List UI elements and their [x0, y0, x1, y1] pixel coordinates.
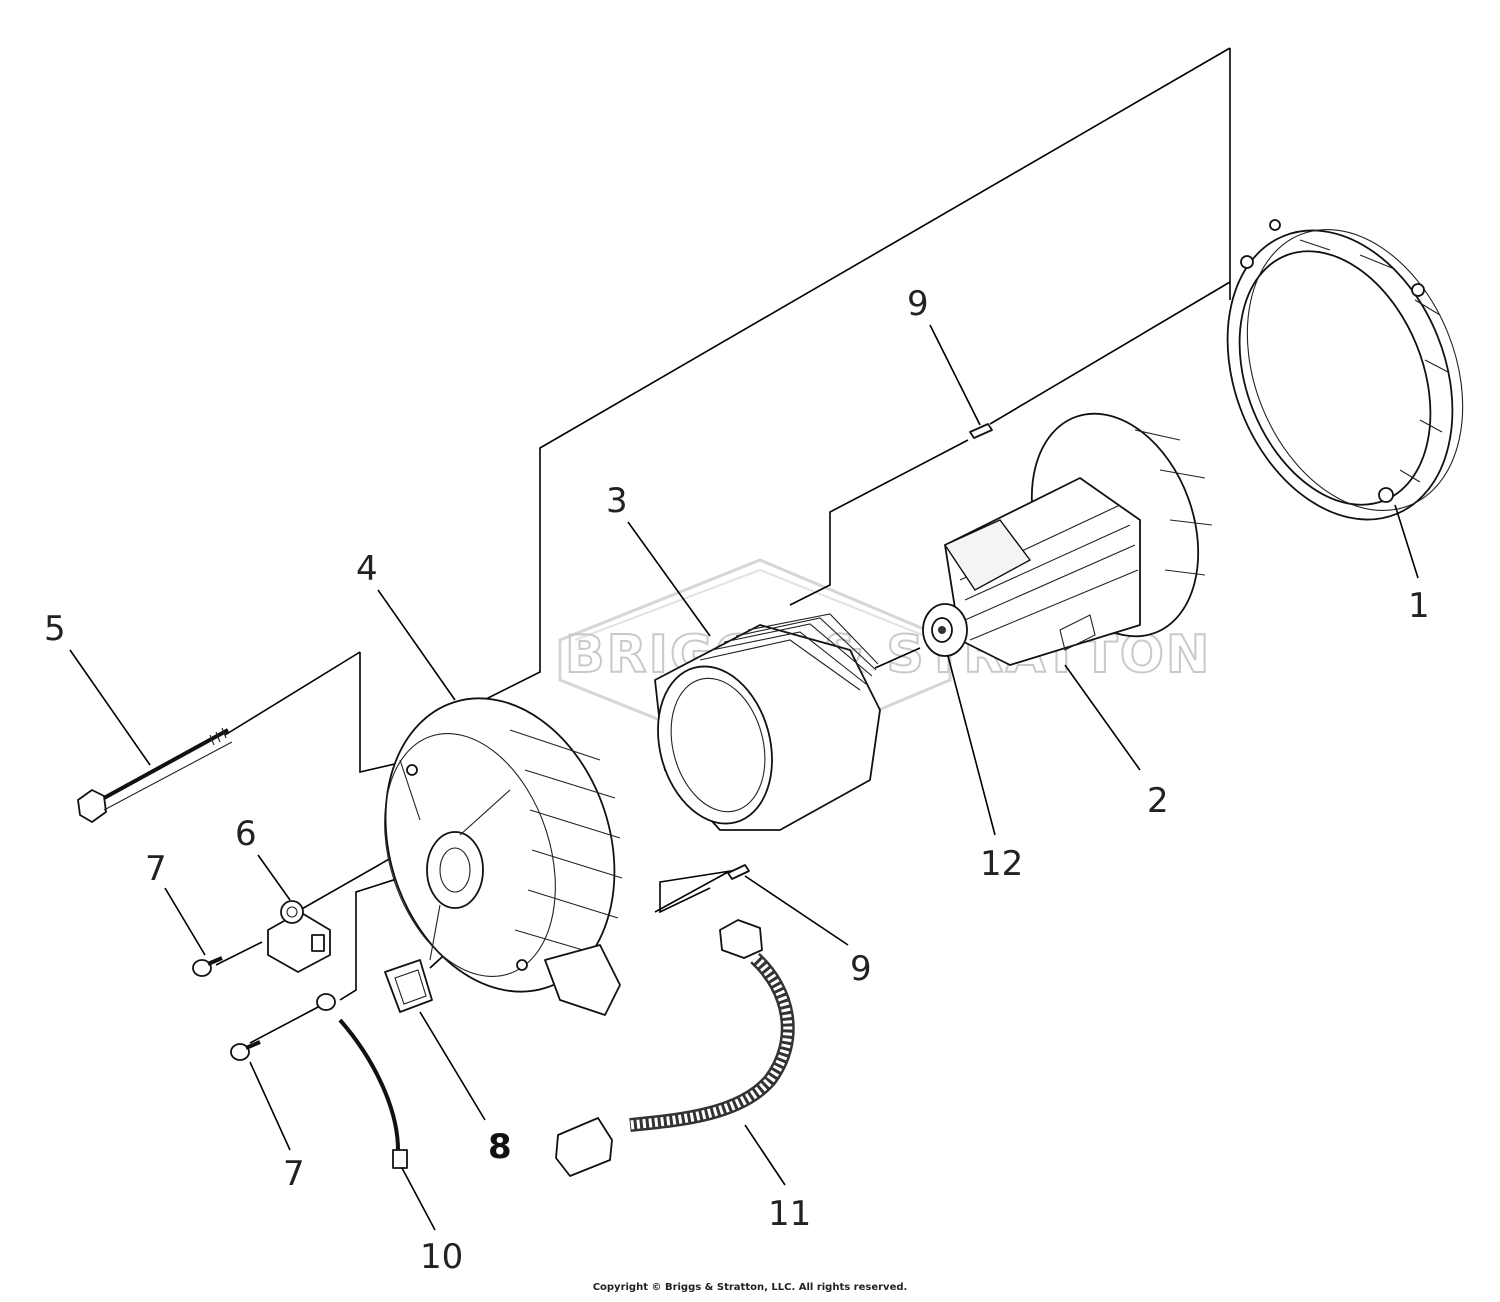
part-5-through-bolt [77, 727, 233, 823]
callout-4: 4 [356, 549, 378, 589]
callout-10: 10 [420, 1237, 463, 1277]
part-1-end-cover [1226, 219, 1464, 521]
callout-7b: 7 [283, 1154, 305, 1194]
alignment-lines [215, 47, 1231, 1044]
callout-3: 3 [606, 481, 628, 521]
part-6-brush-holder [267, 900, 331, 973]
callout-1: 1 [1408, 586, 1430, 626]
callout-7a: 7 [145, 849, 167, 889]
part-12-bearing [922, 603, 968, 657]
callout-labels: 1 2 3 4 5 6 7 7 8 9 9 10 11 12 [44, 284, 1430, 1277]
copyright-notice: Copyright © Briggs & Stratton, LLC. All … [592, 1282, 908, 1293]
callout-9a: 9 [907, 284, 929, 324]
part-8-clip [384, 959, 433, 1013]
callout-11: 11 [768, 1194, 811, 1234]
callout-2: 2 [1147, 781, 1169, 821]
callout-9b: 9 [850, 949, 872, 989]
part-7b-screw [230, 1040, 261, 1061]
part-3-stator [654, 613, 881, 831]
callout-6: 6 [235, 814, 257, 854]
callout-12: 12 [980, 844, 1023, 884]
part-10-ground-wire [316, 993, 408, 1169]
part-9a-pin [969, 423, 993, 439]
part-11-wire-harness [555, 919, 795, 1177]
callout-8: 8 [488, 1127, 512, 1167]
part-2-rotor [943, 412, 1213, 666]
part-9b-pin [727, 864, 750, 880]
part-7a-screw [192, 956, 223, 977]
part-4-front-housing [384, 697, 623, 1016]
callout-5: 5 [44, 609, 66, 649]
